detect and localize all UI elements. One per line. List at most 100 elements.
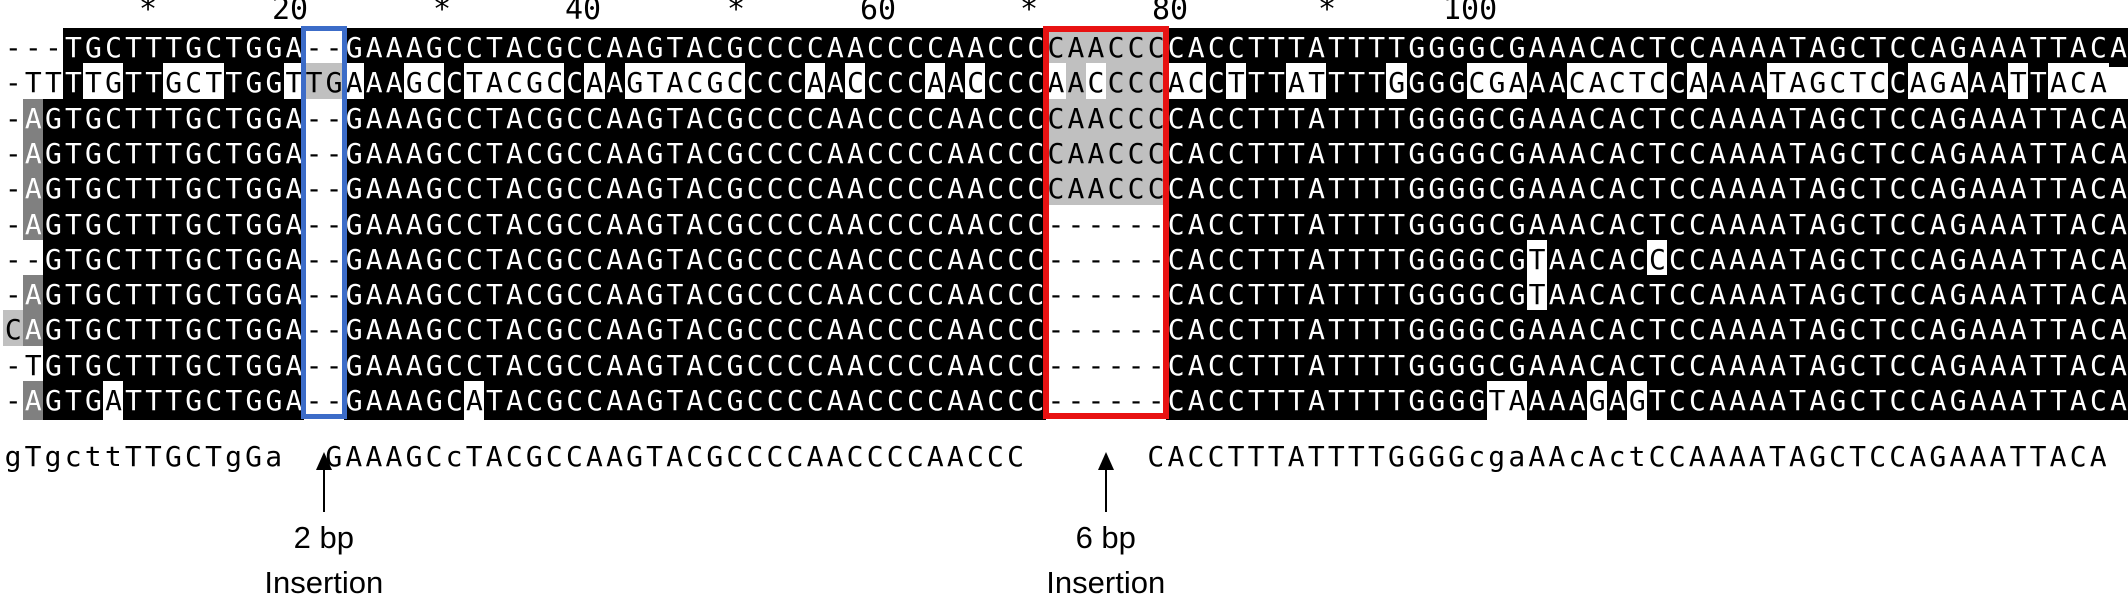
- residue: A: [1727, 239, 1748, 279]
- residue: C: [1586, 204, 1608, 244]
- residue: G: [624, 63, 646, 103]
- residue: A: [1727, 310, 1748, 350]
- residue: G: [43, 381, 64, 420]
- residue: G: [1827, 98, 1849, 138]
- residue: C: [444, 63, 465, 103]
- residue: T: [1366, 133, 1387, 173]
- residue: T: [1386, 204, 1407, 244]
- residue: T: [123, 310, 144, 350]
- residue: T: [2028, 169, 2049, 209]
- residue: C: [103, 345, 124, 385]
- residue: A: [2108, 381, 2128, 420]
- residue: G: [1586, 381, 1608, 420]
- residue: C: [464, 204, 485, 244]
- residue: C: [1667, 239, 1688, 279]
- residue: A: [283, 28, 305, 67]
- residue: A: [1927, 381, 1949, 420]
- residue: T: [2048, 133, 2069, 173]
- residue: C: [1887, 275, 1909, 315]
- residue: A: [945, 133, 966, 173]
- residue: G: [1446, 239, 1468, 279]
- residue: C: [1005, 275, 1027, 315]
- residue: C: [544, 63, 565, 103]
- residue: G: [1466, 204, 1488, 244]
- residue: A: [383, 275, 405, 315]
- residue: A: [1967, 345, 1989, 385]
- residue: T: [163, 133, 184, 173]
- residue: G: [1426, 310, 1448, 350]
- residue: T: [2028, 98, 2049, 138]
- residue: C: [1226, 169, 1247, 209]
- residue: T: [1526, 239, 1548, 279]
- gap-residue: -: [323, 28, 345, 67]
- residue: A: [1085, 28, 1107, 67]
- gap-residue: -: [323, 98, 345, 138]
- consensus-residue: T: [1768, 440, 1786, 473]
- residue: C: [1847, 98, 1869, 138]
- residue: A: [1607, 345, 1628, 385]
- residue: A: [1566, 169, 1588, 209]
- residue: A: [363, 310, 385, 350]
- residue: C: [925, 275, 946, 315]
- residue: C: [1045, 133, 1067, 173]
- residue: C: [905, 133, 926, 173]
- residue: A: [845, 133, 866, 173]
- residue: T: [1266, 381, 1287, 420]
- residue: C: [1045, 169, 1067, 209]
- residue: C: [1687, 381, 1708, 420]
- residue: A: [2068, 98, 2089, 138]
- residue: C: [1847, 275, 1869, 315]
- residue: A: [2068, 239, 2089, 279]
- gap-residue: -: [1145, 239, 1167, 279]
- residue: A: [1747, 169, 1768, 209]
- residue: G: [1426, 63, 1448, 103]
- residue: C: [1847, 345, 1869, 385]
- residue: G: [183, 275, 204, 315]
- residue: A: [1546, 28, 1568, 67]
- residue: C: [464, 239, 485, 279]
- residue: G: [263, 28, 285, 67]
- residue: A: [1185, 275, 1207, 315]
- residue: C: [1165, 133, 1187, 173]
- residue: A: [1085, 169, 1107, 209]
- consensus-residue: G: [405, 440, 423, 473]
- residue: A: [1707, 275, 1728, 315]
- residue: G: [263, 98, 285, 138]
- residue: G: [424, 310, 445, 350]
- residue: C: [1165, 98, 1187, 138]
- consensus-residue: C: [746, 440, 764, 473]
- residue: C: [1887, 28, 1909, 67]
- residue: A: [624, 345, 646, 385]
- residue: C: [1165, 239, 1187, 279]
- residue: C: [784, 169, 806, 209]
- gap-residue: -: [1125, 275, 1147, 315]
- residue: A: [504, 310, 525, 350]
- residue: C: [764, 345, 786, 385]
- consensus-residue: T: [1247, 440, 1265, 473]
- residue: G: [544, 204, 565, 244]
- consensus-residue: G: [1929, 440, 1947, 473]
- gap-residue: -: [1105, 345, 1127, 385]
- residue: C: [885, 275, 906, 315]
- residue: G: [1446, 133, 1468, 173]
- residue: C: [1847, 28, 1869, 67]
- residue: T: [1326, 345, 1347, 385]
- residue: A: [1987, 381, 2009, 420]
- residue: A: [1707, 345, 1728, 385]
- residue: G: [1466, 239, 1488, 279]
- residue: C: [203, 204, 225, 244]
- residue: G: [1947, 345, 1969, 385]
- residue: C: [1165, 381, 1187, 420]
- residue: T: [223, 63, 245, 103]
- residue: A: [825, 28, 846, 67]
- residue: T: [1306, 63, 1327, 103]
- residue: G: [83, 239, 104, 279]
- residue: G: [1406, 28, 1428, 67]
- residue: G: [644, 28, 666, 67]
- residue: C: [464, 169, 485, 209]
- residue: T: [1326, 98, 1347, 138]
- residue: C: [1165, 28, 1187, 67]
- residue: G: [43, 310, 64, 350]
- residue: T: [2028, 239, 2049, 279]
- residue: G: [424, 239, 445, 279]
